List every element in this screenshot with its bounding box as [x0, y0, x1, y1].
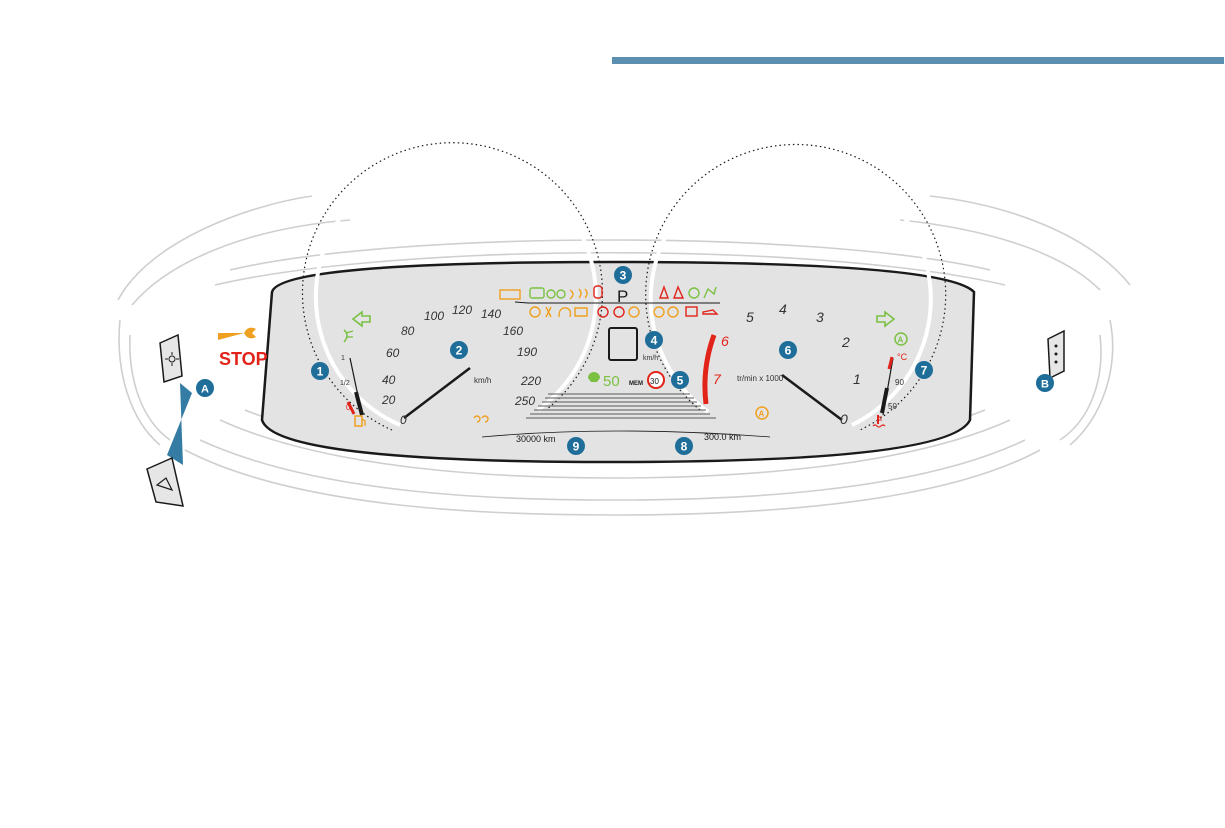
label: 2	[456, 344, 463, 358]
callout-1: 1	[311, 362, 329, 380]
digital-speed-unit: km/h	[643, 355, 658, 362]
fuel-level-empty: 0	[346, 403, 351, 412]
lighting-rheostat-control[interactable]	[160, 335, 182, 382]
tachometer-tick: 3	[816, 309, 824, 325]
speedometer-unit: km/h	[474, 376, 491, 385]
callout-7: 7	[915, 361, 933, 379]
trip-reset-control[interactable]	[147, 458, 183, 506]
label: 1	[317, 365, 324, 379]
road-display	[526, 394, 716, 418]
tachometer-tick: 2	[841, 334, 850, 350]
label: 7	[921, 364, 928, 378]
trip-meter: 300.0 km	[704, 432, 741, 442]
callout-4: 4	[645, 331, 663, 349]
svg-text:A: A	[759, 410, 765, 419]
mem-label: MEM	[629, 381, 643, 387]
speedometer-tick: 220	[520, 374, 541, 388]
control-leader-line	[167, 383, 192, 465]
speedometer-tick: 0	[400, 413, 407, 427]
label: 5	[677, 374, 684, 388]
speedometer-tick: 250	[514, 394, 535, 408]
wrench-icon	[218, 328, 256, 340]
label: 8	[681, 440, 688, 454]
speedometer-tick: 120	[452, 303, 472, 317]
tachometer-tick: 5	[746, 309, 754, 325]
speedometer-tick: 60	[386, 346, 400, 360]
speedometer-tick: 190	[517, 345, 537, 359]
speedometer-tick: 140	[481, 307, 501, 321]
callout-3: 3	[614, 266, 632, 284]
display-select-control[interactable]	[1048, 331, 1064, 378]
label: B	[1041, 379, 1049, 391]
cruise-setting-value: 50	[603, 373, 620, 390]
callout-5: 5	[671, 371, 689, 389]
speedometer-tick: 80	[401, 324, 415, 338]
callout-B: B	[1036, 374, 1054, 392]
temperature-unit: °C	[897, 352, 908, 362]
callout-9: 9	[567, 437, 585, 455]
label: 4	[651, 334, 658, 348]
speed-limit-value: 30	[650, 377, 659, 386]
label: A	[201, 384, 209, 396]
temperature-low: 50	[888, 402, 897, 411]
fuel-level-half: 1/2	[340, 380, 350, 387]
speedometer-tick: 20	[381, 393, 396, 407]
label: 3	[620, 269, 627, 283]
tachometer-tick-red: 6	[721, 333, 729, 349]
callout-8: 8	[675, 437, 693, 455]
tachometer-tick: 1	[853, 371, 861, 387]
tachometer-unit: tr/min x 1000	[737, 374, 784, 383]
odometer: 30000 km	[516, 434, 556, 444]
svg-text:A: A	[898, 336, 904, 345]
speedometer-tick: 160	[503, 324, 523, 338]
callout-A: A	[196, 379, 214, 397]
fuel-level-full: 1	[341, 355, 345, 362]
label: 9	[573, 440, 580, 454]
temperature-high: 90	[895, 378, 904, 387]
callout-2: 2	[450, 341, 468, 359]
callout-6: 6	[779, 341, 797, 359]
tachometer-tick: 4	[779, 301, 787, 317]
tachometer-tick-red: 7	[713, 371, 722, 387]
label: 6	[785, 344, 792, 358]
stop-warning-label: STOP	[219, 349, 268, 369]
speedometer-tick: 40	[382, 373, 396, 387]
tachometer-tick: 0	[840, 411, 848, 427]
speedometer-tick: 100	[424, 309, 444, 323]
